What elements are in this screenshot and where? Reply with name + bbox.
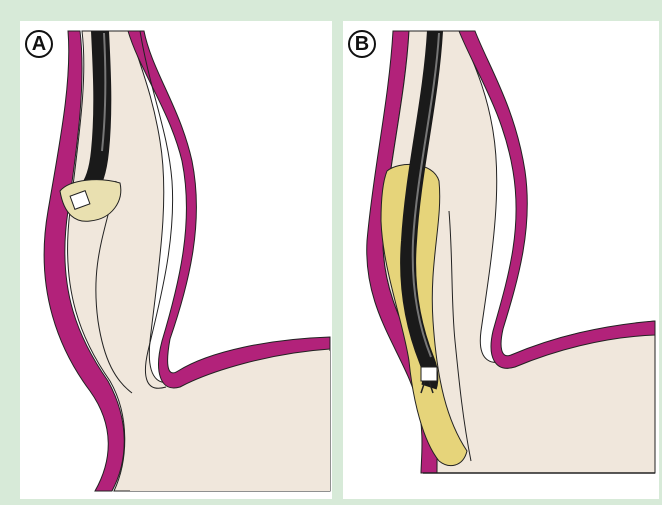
cap-tip <box>421 367 437 381</box>
panel-a-illustration <box>20 21 332 499</box>
panel-a-label: A <box>25 30 53 58</box>
panel-b-illustration <box>343 21 659 499</box>
panel-a: A <box>20 21 332 499</box>
panel-b-label: B <box>348 30 376 58</box>
panel-b: B <box>343 21 659 499</box>
